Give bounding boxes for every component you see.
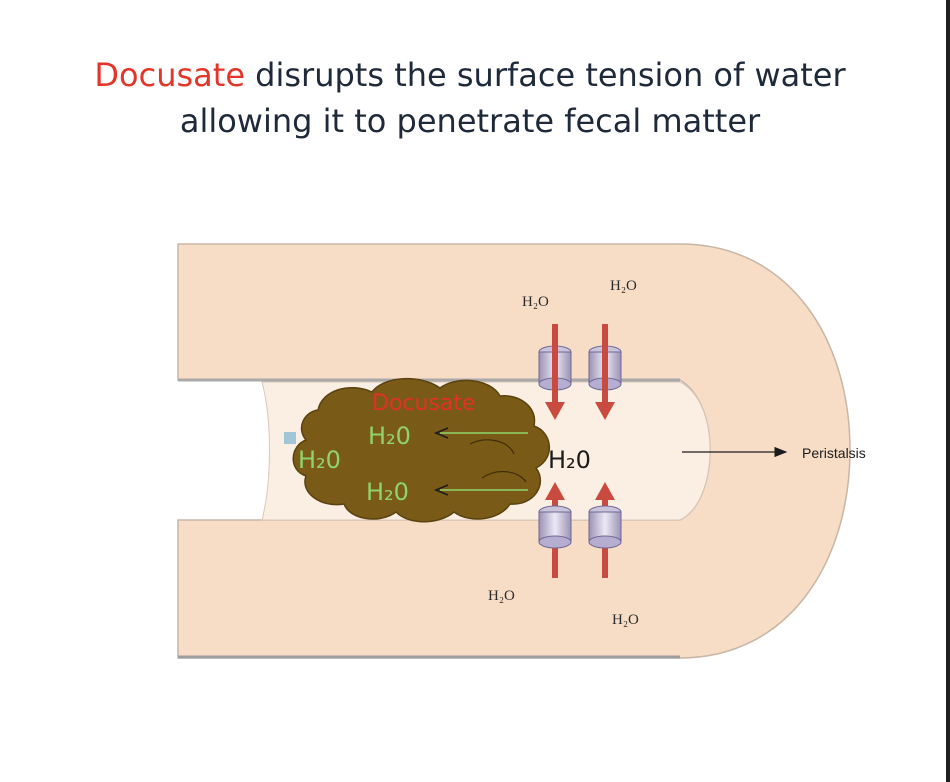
- slide-right-edge: [946, 0, 950, 782]
- water-channel-lower-right: [588, 482, 622, 578]
- title-line2: allowing it to penetrate fecal matter: [179, 102, 761, 140]
- h2o-label-lumen: H₂0: [548, 446, 591, 474]
- feces-h2o-label-left: H₂0: [298, 446, 341, 474]
- green-arrow-lower-head: [433, 484, 449, 496]
- h2o-label-bottom-left: H₂O: [488, 588, 515, 604]
- slide-title: Docusate disrupts the surface tension of…: [40, 52, 900, 144]
- blue-patch: [284, 432, 296, 444]
- title-highlight-docusate: Docusate: [94, 56, 245, 94]
- feces-h2o-label-top: H₂0: [368, 422, 411, 450]
- feces-h2o-label-bottom: H₂0: [366, 478, 409, 506]
- water-channel-lower-left: [538, 482, 572, 578]
- fecal-fold-2: [481, 471, 527, 483]
- docusate-label: Docusate: [372, 391, 476, 416]
- water-channel-upper-right: [588, 324, 622, 420]
- fecal-fold-1: [469, 439, 515, 455]
- h2o-label-top-right: H₂O: [610, 278, 637, 294]
- water-channel-upper-left: [538, 324, 572, 420]
- fecal-mass: [292, 377, 551, 523]
- h2o-label-top-left: H₂O: [522, 294, 549, 310]
- peristalsis-label: Peristalsis: [802, 445, 866, 461]
- green-arrow-upper-head: [433, 427, 449, 439]
- h2o-label-bottom-right: H₂O: [612, 612, 639, 628]
- title-line1-rest: disrupts the surface tension of water: [245, 56, 846, 94]
